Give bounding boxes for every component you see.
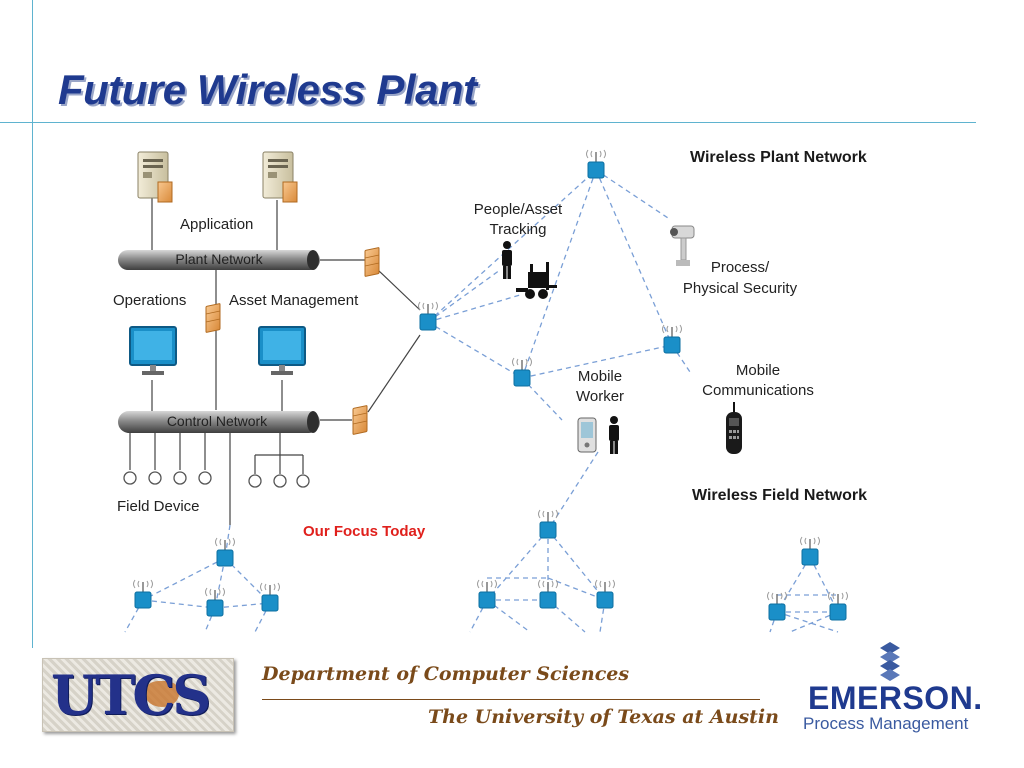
gateway-node-icon [417, 301, 439, 331]
slide-title: Future Wireless Plant [58, 66, 477, 113]
field-device-label: Field Device [117, 498, 200, 515]
field-node-icon [132, 579, 154, 609]
plant-firewall-icon [364, 247, 380, 277]
wireless-plant-network-label: Wireless Plant Network [690, 149, 867, 166]
internal-firewall-icon [205, 303, 221, 333]
asset-management-monitor-icon [258, 326, 306, 376]
control-firewall-icon [352, 405, 368, 435]
emerson-logo-icon [880, 642, 900, 681]
utcs-logo: UTCS [42, 658, 234, 732]
wired-links [129, 198, 421, 525]
application-server-2-icon [262, 151, 298, 203]
field-node-icon [259, 582, 281, 612]
asset-management-label: Asset Management [229, 292, 359, 309]
university-name: The University of Texas at Austin [428, 706, 779, 728]
field-node-icon [537, 579, 559, 609]
people-asset-label-line2: Tracking [490, 221, 547, 238]
person-tracking-icon [502, 241, 512, 279]
longhorn-icon [145, 681, 179, 707]
mobile-worker-label-line1: Mobile [578, 368, 622, 385]
field-devices [123, 471, 310, 488]
wireless-field-network-label: Wireless Field Network [692, 487, 867, 504]
field-node-icon [594, 579, 616, 609]
control-network-pipe [118, 411, 320, 433]
footer-rule [262, 699, 760, 700]
left-vertical-rule [32, 0, 33, 648]
plant-node-top-icon [585, 149, 607, 179]
operations-label: Operations [113, 292, 186, 309]
field-node-icon [799, 536, 821, 566]
mobile-phone-icon [726, 402, 742, 454]
emerson-wordmark: EMERSON. [808, 680, 983, 716]
mobile-comm-label-line1: Mobile [736, 362, 780, 379]
field-node-icon [204, 587, 226, 617]
department-name: Department of Computer Sciences [262, 663, 630, 685]
mobile-comm-label-line2: Communications [702, 382, 814, 399]
process-label-line2: Physical Security [683, 280, 798, 297]
application-server-1-icon [137, 151, 173, 203]
plant-node-mid-icon [511, 357, 533, 387]
mobile-worker-person-icon [609, 416, 619, 454]
plant-network-pipe [118, 250, 320, 270]
field-node-icon [476, 579, 498, 609]
utcs-logo-text: UTCS [51, 663, 211, 727]
field-node-icon [827, 591, 849, 621]
wireless-plant-diagram: Application Plant Network Operations Ass… [113, 149, 867, 633]
field-node-icon [214, 537, 236, 567]
title-horizontal-rule [0, 122, 976, 123]
security-camera-icon [670, 225, 695, 266]
forklift-icon [516, 262, 557, 299]
application-label: Application [180, 216, 253, 233]
control-network-label: Control Network [167, 413, 268, 429]
operations-monitor-icon [129, 326, 177, 376]
our-focus-label: Our Focus Today [303, 523, 426, 540]
process-label-line1: Process/ [711, 259, 770, 276]
plant-network-label: Plant Network [175, 251, 263, 267]
field-node-icon [537, 509, 559, 539]
field-node-icon [766, 591, 788, 621]
people-asset-label-line1: People/Asset [474, 201, 563, 218]
pda-icon [577, 417, 597, 453]
mobile-worker-label-line2: Worker [576, 388, 624, 405]
emerson-subtitle: Process Management [803, 714, 969, 733]
